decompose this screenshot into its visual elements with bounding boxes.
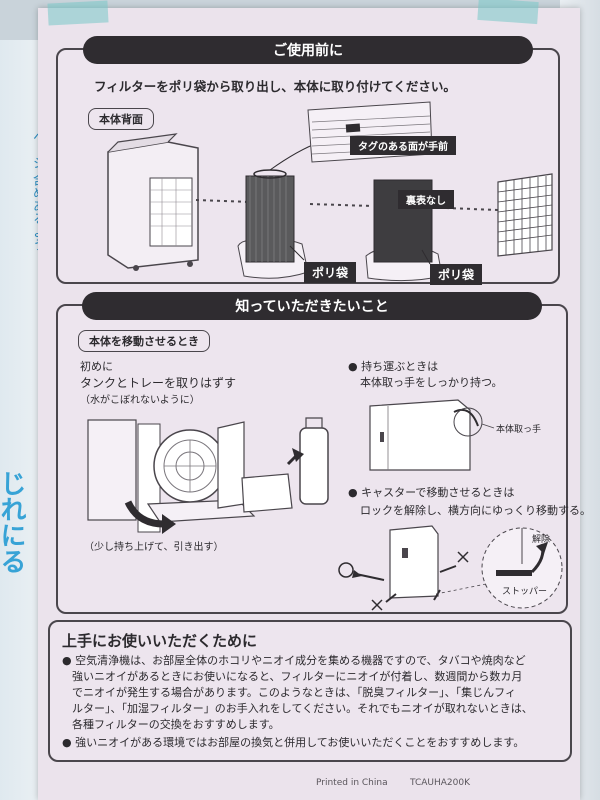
bag-label-one: ポリ袋 [304, 262, 357, 283]
section-before-use-title: ご使用前に [83, 36, 533, 64]
filter-two-drawing [365, 179, 443, 282]
moving-unit-label: 本体を移動させるとき [78, 330, 210, 352]
no-front-back-callout: 裏表なし [398, 190, 454, 209]
filter-three-drawing [497, 173, 553, 257]
tank-removal-illustration [87, 417, 329, 534]
caster-illustration [338, 525, 563, 611]
tips-line-1: ● 空気清浄機は、お部屋全体のホコリやニオイ成分を集める機器ですので、タバコや焼… [62, 654, 526, 667]
remove-tank-text: タンクとトレーを取りはずす [80, 376, 237, 390]
section-things-to-know: 知っていただきたいこと 本体を移動させるとき 初めに タンクとトレーを取りはずす… [56, 292, 591, 614]
water-spill-note: （水がこぼれないように） [80, 395, 200, 406]
section-things-to-know-title: 知っていただきたいこと [82, 292, 542, 320]
tape-right [477, 0, 539, 25]
first-label: 初めに [80, 360, 113, 373]
stopper-label: ストッパー [502, 587, 548, 597]
background-booklet-big-text: じれにる [0, 470, 26, 574]
printed-in-label: Printed in China [316, 778, 388, 788]
filter-instruction: フィルターをポリ袋から取り出し、本体に取り付けてください。 [94, 79, 456, 94]
instruction-sheet: ご使用前に フィルターをポリ袋から取り出し、本体に取り付けてください。 本体背面 [38, 0, 591, 800]
unit-back-label: 本体背面 [88, 108, 154, 130]
tips-line-2: 強いニオイがあるときにお使いになると、フィルターにニオイが付着し、数週間から数カ… [72, 670, 523, 683]
caster-text: ロックを解除し、横方向にゆっくり移動する。 [360, 504, 591, 517]
tips-line-5: 各種フィルターの交換をおすすめします。 [72, 718, 280, 731]
carry-heading: ● 持ち運ぶときは [348, 360, 439, 373]
tips-line-6: ● 強いニオイがある環境ではお部屋の換気と併用してお使いいただくことをおすすめし… [62, 736, 525, 749]
tips-box: 上手にお使いいただくために ● 空気清浄機は、お部屋全体のホコリやニオイ成分を集… [48, 620, 572, 762]
filter-illustration [107, 101, 553, 282]
purifier-unit-drawing [107, 133, 199, 271]
tag-side-callout: タグのある面が手前 [350, 136, 456, 155]
filter-one-drawing [237, 141, 321, 279]
tips-title: 上手にお使いいただくために [62, 632, 258, 650]
tape-left [47, 0, 109, 26]
handle-label: 本体取っ手 [496, 425, 542, 435]
carry-illustration [369, 399, 495, 471]
section-before-use: ご使用前に フィルターをポリ袋から取り出し、本体に取り付けてください。 本体背面 [56, 36, 560, 285]
tips-line-4: ルター」、「加湿フィルター」のお手入れをしてください。それでもニオイが取れないと… [72, 702, 533, 715]
carry-text: 本体取っ手をしっかり持つ。 [360, 376, 503, 389]
bag-label-two: ポリ袋 [430, 264, 483, 285]
release-label: 解除 [532, 535, 551, 545]
pull-out-note: （少し持ち上げて、引き出す） [84, 542, 224, 553]
document-code: TCAUHA200K [410, 778, 471, 788]
tips-line-3: でニオイが発生する場合があります。このようなときは、「脱臭フィルター」、「集じん… [72, 686, 516, 699]
caster-heading: ● キャスターで移動させるときは [348, 486, 515, 499]
